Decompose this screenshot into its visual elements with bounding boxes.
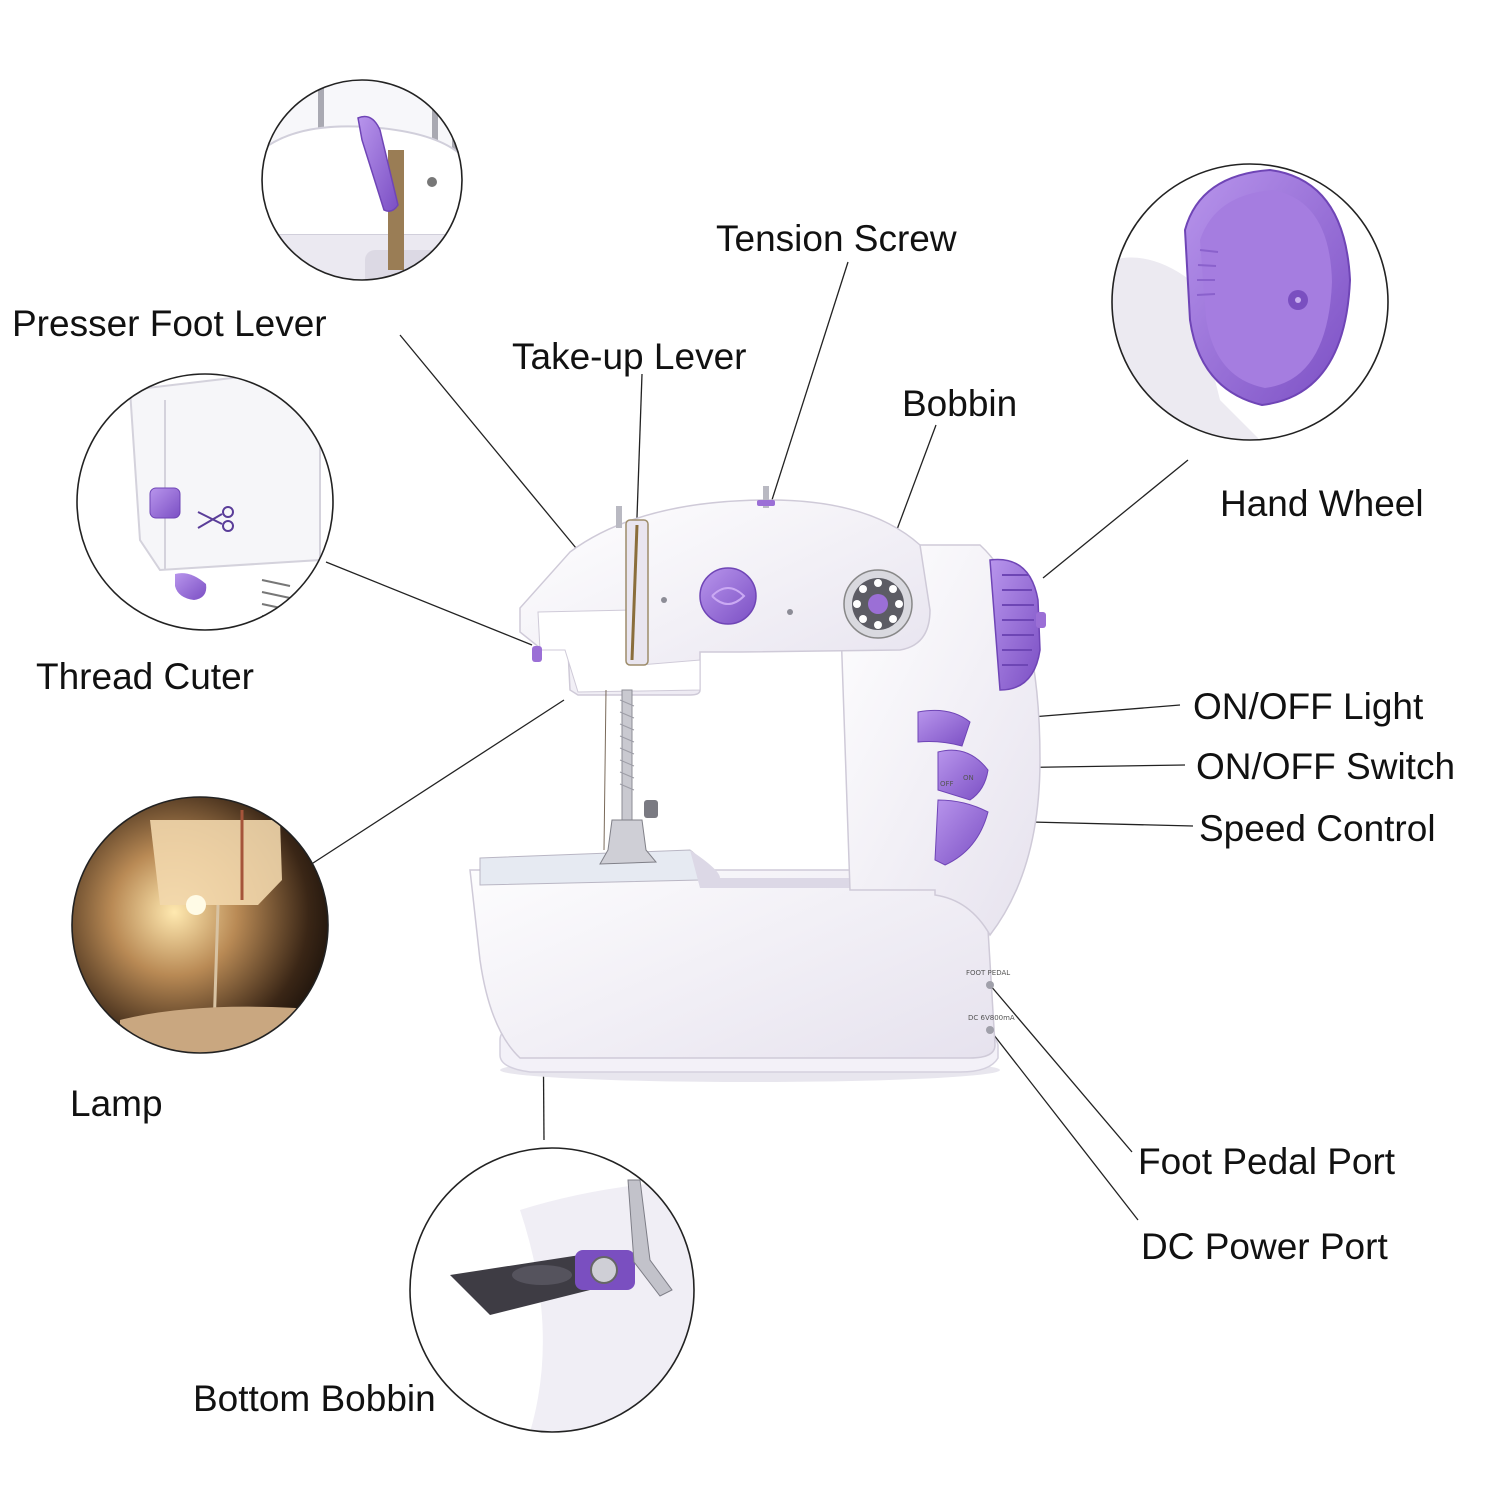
label-speed-control: Speed Control: [1199, 808, 1436, 849]
label-tension-screw: Tension Screw: [716, 218, 957, 259]
label-take-up-lever: Take-up Lever: [512, 336, 747, 377]
dc-power-marking: DC 6V800mA: [968, 1014, 1015, 1022]
bottom-bobbin-detail: [409, 1147, 695, 1433]
presser-foot-lever-detail: [261, 79, 463, 281]
label-bottom-bobbin: Bottom Bobbin: [193, 1378, 436, 1419]
lamp-detail: [71, 796, 329, 1054]
label-hand-wheel: Hand Wheel: [1220, 483, 1424, 524]
label-on-off-switch: ON/OFF Switch: [1196, 746, 1456, 787]
label-lamp: Lamp: [70, 1083, 163, 1124]
sewing-machine: OFF ON FOOT PEDAL DC 6V800mA: [469, 486, 1046, 1082]
label-thread-cutter: Thread Cuter: [36, 656, 254, 697]
label-bobbin: Bobbin: [902, 383, 1018, 424]
thread-cutter-detail: [76, 373, 334, 631]
label-dc-power-port: DC Power Port: [1141, 1226, 1388, 1267]
off-marking: OFF: [940, 780, 954, 788]
label-presser-foot-lever: Presser Foot Lever: [12, 303, 327, 344]
hand-wheel-detail: [1111, 163, 1389, 441]
label-foot-pedal-port: Foot Pedal Port: [1138, 1141, 1396, 1182]
foot-pedal-marking: FOOT PEDAL: [966, 969, 1010, 977]
label-on-off-light: ON/OFF Light: [1193, 686, 1424, 727]
on-marking: ON: [963, 774, 974, 782]
